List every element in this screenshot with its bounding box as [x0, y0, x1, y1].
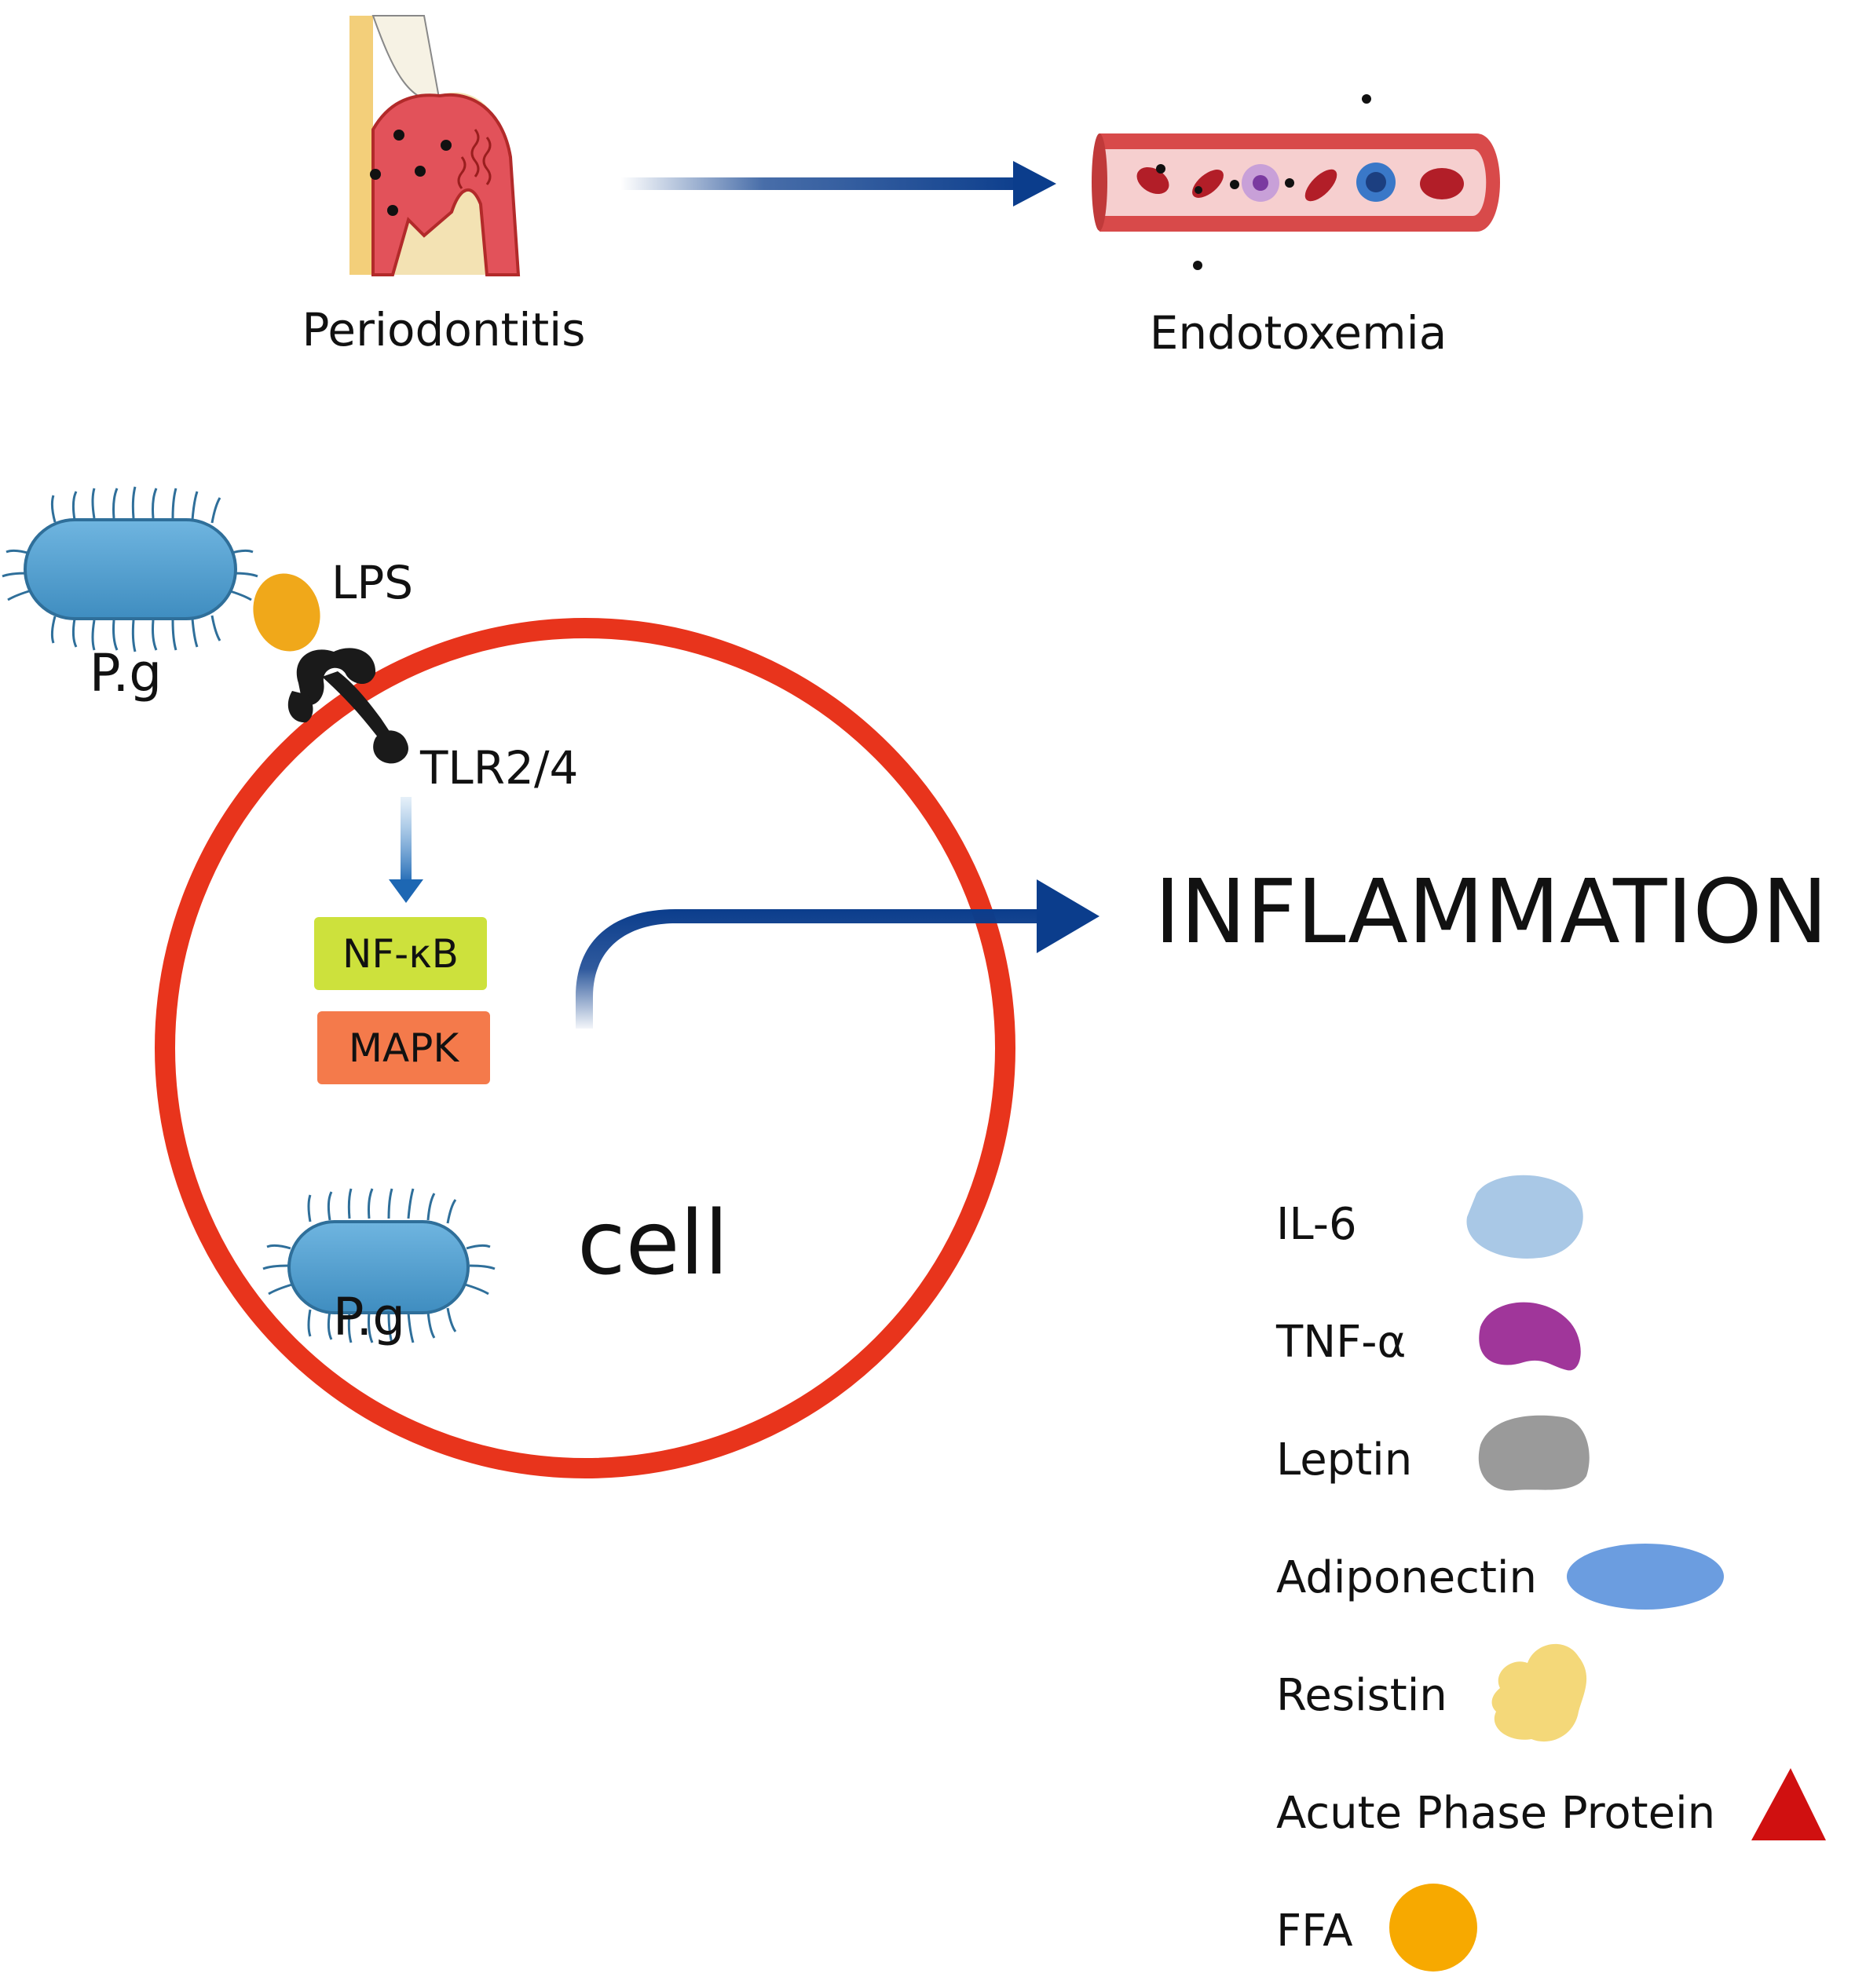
- top-arrow-head: [1013, 161, 1056, 206]
- signal-down-arrow: [389, 797, 423, 903]
- legend-label-tnf: TNF-α: [1275, 1317, 1406, 1368]
- legend-label-ffa: FFA: [1276, 1906, 1353, 1957]
- legend-label-resistin: Resistin: [1276, 1670, 1447, 1721]
- il6-icon: [1466, 1175, 1583, 1259]
- pg-inner-label: P.g: [333, 1287, 405, 1347]
- red-blood-cells: [1136, 166, 1464, 202]
- tooth-enamel: [371, 15, 441, 104]
- periodontitis-label: Periodontitis: [302, 303, 585, 356]
- leptin-icon: [1478, 1415, 1590, 1491]
- tooth-root: [349, 16, 373, 275]
- periodontitis-illustration: [349, 15, 521, 276]
- bacterium-outer-icon: [2, 486, 258, 652]
- inflammation-arrow: [576, 879, 1099, 1029]
- ffa-icon: [1389, 1884, 1477, 1972]
- mapk-box: [317, 1011, 490, 1084]
- legend: IL-6 TNF-α Leptin Adiponectin Resistin A…: [1275, 1175, 1826, 1972]
- tlr-label: TLR2/4: [419, 741, 578, 795]
- gingiva-texture: [457, 129, 492, 189]
- top-arrow: [620, 161, 1056, 206]
- tlr-receptor-icon: [287, 648, 408, 764]
- endotoxin-dots: [1156, 94, 1371, 270]
- legend-label-acute-phase-protein: Acute Phase Protein: [1276, 1788, 1715, 1839]
- blood-vessel-illustration: [1092, 94, 1500, 270]
- endotoxemia-label: Endotoxemia: [1150, 306, 1447, 360]
- lymphocyte-nucleus: [1366, 172, 1386, 192]
- cell-label: cell: [577, 1193, 729, 1295]
- bacteria-dots: [370, 130, 452, 216]
- nfkb-label: NF-κB: [342, 931, 459, 977]
- top-arrow-shaft: [620, 177, 1029, 190]
- legend-label-il6: IL-6: [1276, 1199, 1357, 1250]
- lps-label: LPS: [331, 556, 413, 609]
- inflamed-gingiva: [371, 93, 521, 276]
- adiponectin-icon: [1567, 1544, 1724, 1610]
- resistin-icon: [1491, 1643, 1587, 1742]
- mapk-label: MAPK: [349, 1025, 459, 1071]
- vessel-opening: [1092, 133, 1107, 231]
- legend-label-leptin: Leptin: [1276, 1434, 1412, 1486]
- white-blood-cell-nucleus: [1253, 175, 1268, 191]
- legend-label-adiponectin: Adiponectin: [1276, 1552, 1537, 1603]
- inflammation-label: INFLAMMATION: [1154, 861, 1828, 963]
- nfkb-box: [314, 917, 487, 990]
- tnf-alpha-icon: [1479, 1302, 1581, 1371]
- pg-outer-label: P.g: [90, 643, 162, 703]
- acute-phase-protein-icon: [1751, 1768, 1826, 1840]
- cell-membrane: [155, 618, 1015, 1478]
- bacterium-inner-icon: [262, 1188, 496, 1343]
- lps-molecule: [253, 573, 320, 652]
